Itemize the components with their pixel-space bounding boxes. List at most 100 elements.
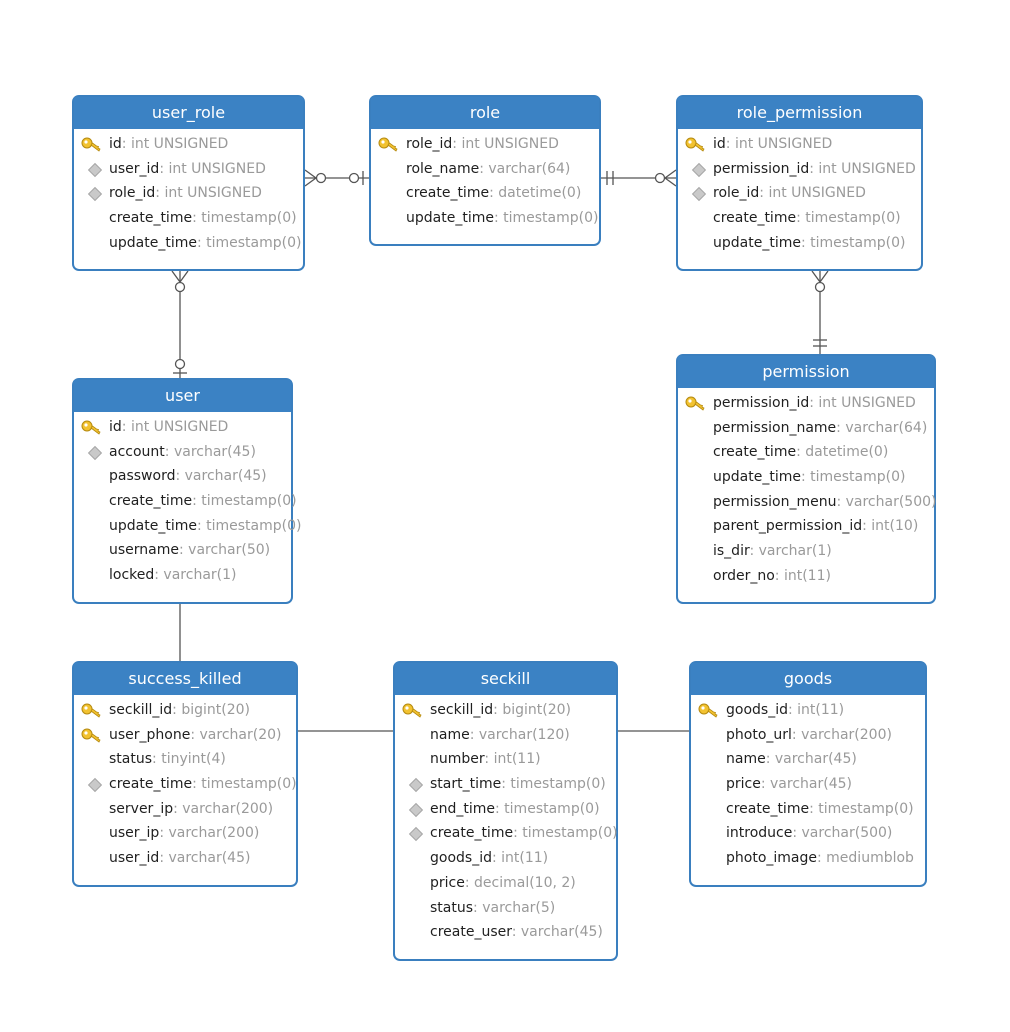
- field-name: user_id: [109, 850, 160, 867]
- field-row[interactable]: update_time: timestamp(0): [74, 514, 301, 539]
- field-row[interactable]: update_time: timestamp(0): [678, 465, 934, 490]
- field-row[interactable]: create_time: timestamp(0): [74, 206, 303, 231]
- field-name: introduce: [726, 825, 793, 842]
- field-row[interactable]: photo_image: mediumblob: [691, 846, 925, 871]
- index-icon: [87, 445, 103, 460]
- field-row[interactable]: name: varchar(120): [395, 723, 616, 748]
- field-row[interactable]: permission_name: varchar(64): [678, 416, 934, 441]
- field-row[interactable]: account: varchar(45): [74, 440, 291, 465]
- field-row[interactable]: role_name: varchar(64): [371, 157, 599, 182]
- field-row[interactable]: user_ip: varchar(200): [74, 821, 296, 846]
- field-row[interactable]: seckill_id: bigint(20): [74, 698, 296, 723]
- index-icon: [408, 802, 424, 817]
- field-row[interactable]: goods_id: int(11): [395, 846, 616, 871]
- field-name: role_id: [713, 185, 760, 202]
- field-row[interactable]: goods_id: int(11): [691, 698, 925, 723]
- field-type: : int(11): [484, 751, 541, 768]
- field-row[interactable]: price: varchar(45): [691, 772, 925, 797]
- field-name: role_id: [406, 136, 453, 152]
- index-icon: [408, 777, 424, 793]
- field-row[interactable]: password: varchar(45): [74, 464, 291, 489]
- field-type: : int(11): [787, 702, 845, 718]
- field-type: : timestamp(0): [796, 210, 901, 227]
- field-type: : timestamp(0): [800, 234, 906, 251]
- field-row[interactable]: id: int UNSIGNED: [678, 132, 921, 157]
- field-name: update_time: [109, 517, 197, 534]
- entity-title: role: [371, 97, 599, 129]
- field-name: order_no: [713, 567, 775, 584]
- field-type: : timestamp(0): [493, 210, 599, 227]
- key-icon: [81, 703, 101, 718]
- field-row[interactable]: is_dir: varchar(1): [678, 539, 934, 564]
- field-row[interactable]: parent_permission_id: int(10): [678, 514, 934, 539]
- field-type: : varchar(500): [836, 493, 937, 510]
- entity-title: user: [74, 380, 291, 412]
- field-row[interactable]: photo_url: varchar(200): [691, 723, 925, 748]
- field-row[interactable]: create_time: timestamp(0): [74, 489, 297, 514]
- field-type: : varchar(200): [159, 825, 260, 842]
- field-row[interactable]: update_time: timestamp(0): [371, 206, 599, 231]
- field-name: username: [109, 542, 179, 559]
- field-type: : timestamp(0): [192, 493, 297, 510]
- field-row[interactable]: order_no: int(11): [678, 564, 934, 589]
- field-type: : varchar(45): [511, 924, 603, 941]
- field-row[interactable]: permission_id: int UNSIGNED: [678, 391, 934, 416]
- field-row[interactable]: seckill_id: bigint(20): [395, 698, 616, 723]
- field-row[interactable]: locked: varchar(1): [74, 563, 291, 588]
- field-row[interactable]: status: varchar(5): [395, 896, 616, 921]
- field-row[interactable]: end_time: timestamp(0): [395, 797, 616, 822]
- field-row[interactable]: role_id: int UNSIGNED: [678, 181, 921, 206]
- field-row[interactable]: update_time: timestamp(0): [74, 231, 303, 256]
- field-row[interactable]: role_id: int UNSIGNED: [74, 181, 303, 206]
- field-row[interactable]: status: tinyint(4): [74, 747, 296, 772]
- field-row[interactable]: create_time: datetime(0): [678, 440, 934, 465]
- field-type: : varchar(200): [173, 800, 274, 817]
- field-name: create_time: [109, 776, 193, 793]
- field-type: : varchar(200): [791, 726, 892, 743]
- entity-title: user_role: [74, 97, 303, 129]
- field-type: : varchar(45): [164, 443, 256, 460]
- field-row[interactable]: role_id: int UNSIGNED: [371, 132, 599, 157]
- field-row[interactable]: permission_id: int UNSIGNED: [678, 157, 921, 182]
- field-row[interactable]: permission_menu: varchar(500): [678, 490, 937, 515]
- entity-seckill[interactable]: seckill seckill_id: bigint(20)name: varc…: [393, 661, 618, 961]
- field-row[interactable]: price: decimal(10, 2): [395, 871, 616, 896]
- field-name: permission_menu: [713, 493, 837, 510]
- field-row[interactable]: create_time: timestamp(0): [678, 206, 921, 231]
- field-row[interactable]: user_id: varchar(45): [74, 846, 296, 871]
- field-row[interactable]: name: varchar(45): [691, 747, 925, 772]
- field-row[interactable]: number: int(11): [395, 747, 616, 772]
- field-row[interactable]: id: int UNSIGNED: [74, 415, 291, 440]
- entity-goods[interactable]: goods goods_id: int(11)photo_url: varcha…: [689, 661, 927, 887]
- field-name: server_ip: [109, 800, 174, 817]
- field-type: : timestamp(0): [192, 210, 297, 227]
- field-row[interactable]: user_id: int UNSIGNED: [74, 157, 303, 182]
- key-icon: [402, 703, 422, 718]
- field-row[interactable]: create_time: timestamp(0): [691, 797, 925, 822]
- field-row[interactable]: introduce: varchar(500): [691, 821, 925, 846]
- field-name: create_user: [430, 924, 512, 941]
- field-row[interactable]: username: varchar(50): [74, 538, 291, 563]
- field-row[interactable]: id: int UNSIGNED: [74, 132, 303, 157]
- field-name: name: [430, 726, 470, 743]
- field-name: id: [109, 419, 122, 435]
- field-row[interactable]: create_user: varchar(45): [395, 920, 616, 945]
- field-name: update_time: [713, 234, 801, 251]
- field-row[interactable]: server_ip: varchar(200): [74, 797, 296, 822]
- field-row[interactable]: update_time: timestamp(0): [678, 231, 921, 256]
- entity-success-killed[interactable]: success_killed seckill_id: bigint(20)use…: [72, 661, 298, 887]
- field-type: : varchar(50): [179, 542, 271, 559]
- field-row[interactable]: create_time: datetime(0): [371, 181, 599, 206]
- field-type: : bigint(20): [493, 702, 571, 718]
- field-row[interactable]: create_time: timestamp(0): [74, 772, 297, 797]
- field-row[interactable]: user_phone: varchar(20): [74, 723, 296, 748]
- field-row[interactable]: start_time: timestamp(0): [395, 772, 616, 797]
- field-name: permission_id: [713, 160, 810, 177]
- field-row[interactable]: create_time: timestamp(0): [395, 821, 618, 846]
